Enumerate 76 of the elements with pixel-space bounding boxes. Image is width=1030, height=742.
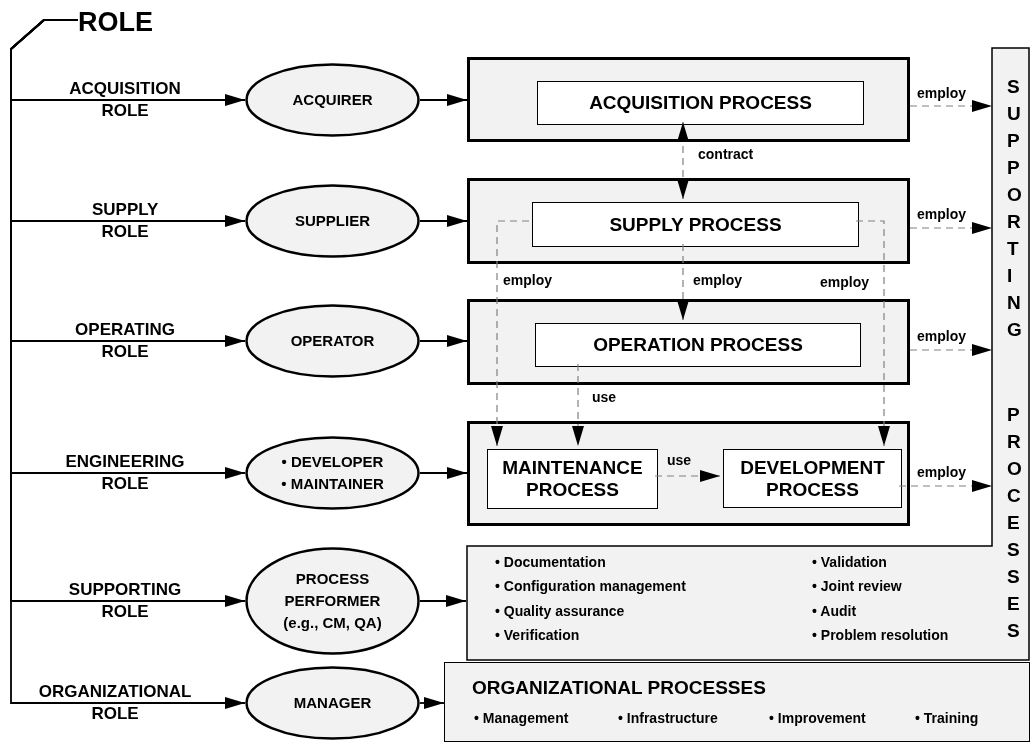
node-label: OPERATOR [290, 331, 375, 351]
arrow [855, 220, 890, 447]
edge-label: employ [917, 85, 966, 101]
edge-label: employ [917, 464, 966, 480]
edge-label: contract [698, 146, 754, 162]
role-ellipse [245, 666, 420, 740]
node-label: SUPPLIER [295, 211, 370, 231]
arrow [909, 100, 993, 112]
node-label: • MAINTAINER [281, 474, 384, 494]
arrow [419, 335, 468, 347]
node-label: MANAGER [293, 693, 372, 713]
edge-label: employ [917, 206, 966, 222]
edge-label: employ [917, 328, 966, 344]
list-item: • Quality assurance [495, 602, 625, 620]
process-box [487, 449, 658, 509]
node-label: ACQUIRER [292, 90, 373, 110]
arrow [909, 344, 993, 356]
arrow [419, 697, 445, 709]
edge-label: use [592, 389, 617, 405]
list-item: • Problem resolution [812, 626, 949, 644]
edge-label: use [667, 452, 692, 468]
process-box [537, 81, 864, 125]
process-label: OPERATION PROCESS [593, 334, 803, 356]
edge-label: SUPPLY ROLE [91, 199, 159, 243]
process-label: ACQUISITION PROCESS [589, 92, 812, 114]
role-ellipse [245, 304, 420, 378]
list-item: • Management [474, 709, 569, 727]
process-panel [466, 47, 1030, 661]
list-item: • Training [915, 709, 979, 727]
heading: ROLE [78, 6, 158, 38]
edge-label: ENGINEERING ROLE [65, 451, 185, 495]
arrow [419, 467, 468, 479]
list-item: • Improvement [769, 709, 866, 727]
arrow [677, 121, 689, 200]
list-item: • Verification [495, 626, 580, 644]
arrow [654, 470, 721, 482]
process-label: SUPPLY PROCESS [609, 213, 782, 236]
process-group-box [467, 421, 910, 526]
arrow [419, 94, 468, 106]
arrow [419, 595, 467, 607]
process-label: DEVELOPMENT PROCESS [739, 456, 886, 501]
arrow [419, 215, 468, 227]
list-item: • Audit [812, 602, 857, 620]
process-group-box [467, 299, 910, 385]
process-group-box [467, 57, 910, 142]
role-ellipse [245, 184, 420, 258]
edge-label: SUPPORTING ROLE [68, 579, 182, 623]
edge-label: ACQUISITION ROLE [69, 78, 181, 122]
role-ellipse [245, 436, 420, 510]
vertical-label: SUPPORTING PROCESSES [1007, 75, 1019, 643]
process-box [723, 449, 902, 508]
edge-label: OPERATING ROLE [75, 319, 175, 363]
edge-label: ORGANIZATIONAL ROLE [38, 681, 192, 725]
arrow [898, 480, 993, 492]
list-item: • Configuration management [495, 577, 686, 595]
process-label: MAINTENANCE PROCESS [501, 457, 644, 501]
process-group-box [467, 178, 910, 264]
process-panel [444, 662, 1030, 742]
panel-heading: ORGANIZATIONAL PROCESSES [472, 677, 766, 699]
node-label: PROCESS PERFORMER (e.g., CM, QA) [282, 569, 383, 633]
node-label: • DEVELOPER [281, 452, 384, 472]
list-item: • Validation [812, 553, 887, 571]
edge-label: employ [503, 272, 552, 288]
list-item: • Infrastructure [618, 709, 718, 727]
arrow [677, 243, 689, 321]
role-ellipse [245, 63, 420, 137]
edge-label: employ [693, 272, 742, 288]
list-item: • Joint review [812, 577, 902, 595]
list-item: • Documentation [495, 553, 606, 571]
process-box [535, 323, 861, 367]
arrow [491, 220, 530, 447]
arrow [572, 363, 584, 447]
arrow [909, 222, 993, 234]
process-box [532, 202, 859, 247]
role-ellipse [245, 547, 420, 655]
edge-label: employ [820, 274, 869, 290]
